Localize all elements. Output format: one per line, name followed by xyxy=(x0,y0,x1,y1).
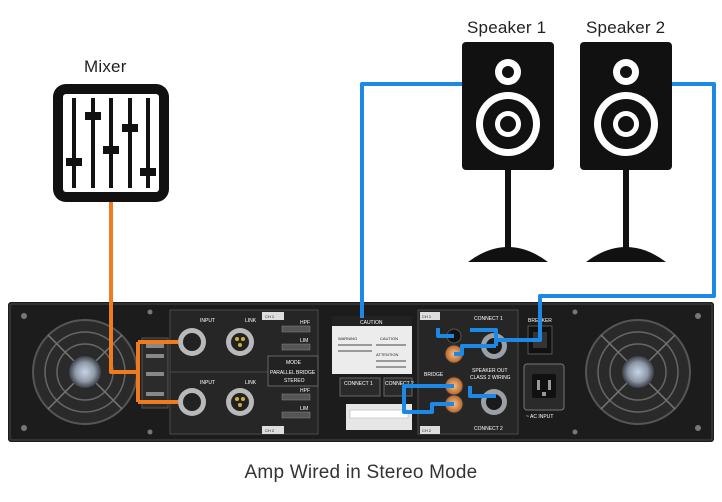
speaker-2-label: Speaker 2 xyxy=(586,18,666,37)
class-2-wiring-label: CLASS 2 WIRING xyxy=(470,375,511,381)
caution-label-top: CAUTION xyxy=(360,320,383,326)
mixer-cable xyxy=(109,202,178,404)
speaker-cable xyxy=(360,82,716,414)
speaker-out-ch1-label: CH 1 xyxy=(422,314,432,319)
attention-label: ATTENTION xyxy=(376,352,398,357)
hpf-label-ch1: HPF xyxy=(300,320,310,326)
xlr-connector-icon xyxy=(178,328,254,416)
connect-1-label: CONNECT 1 xyxy=(474,316,503,322)
lim-label-ch2: LIM xyxy=(300,406,308,412)
connect-2-small-label: CONNECT 2 xyxy=(385,381,414,387)
wiring-diagram: CH 1 CH 2 INPUT LINK INPUT LINK HPF LIM … xyxy=(8,42,716,442)
amplifier-rear-panel: CH 1 CH 2 INPUT LINK INPUT LINK HPF LIM … xyxy=(8,302,714,442)
bridge-label: BRIDGE xyxy=(296,370,316,376)
connect-2-label: CONNECT 2 xyxy=(474,426,503,432)
caution-label: CAUTION xyxy=(380,336,398,341)
connect-1-small-label: CONNECT 1 xyxy=(344,381,373,387)
link-label-ch1: LINK xyxy=(245,318,257,324)
bridge-output-label: BRIDGE xyxy=(424,372,444,378)
ch1-label: CH 1 xyxy=(265,314,275,319)
ac-input-label: ~ AC INPUT xyxy=(526,414,553,420)
iec-power-inlet-icon xyxy=(523,363,565,411)
mode-label: MODE xyxy=(286,360,302,366)
lim-label-ch1: LIM xyxy=(300,338,308,344)
mixer-label: Mixer xyxy=(84,57,127,76)
ch2-label: CH 2 xyxy=(265,428,275,433)
diagram-caption: Amp Wired in Stereo Mode xyxy=(244,462,478,483)
speaker-1-label: Speaker 1 xyxy=(467,18,547,37)
input-label-ch2: INPUT xyxy=(200,380,215,386)
speaker-2-icon xyxy=(580,42,672,262)
parallel-label: PARALLEL xyxy=(270,370,295,376)
speaker-1-icon xyxy=(462,42,554,262)
hpf-label-ch2: HPF xyxy=(300,388,310,394)
warning-label: WARNING xyxy=(338,336,357,341)
stereo-label: STEREO xyxy=(284,378,305,384)
speaker-out-label: SPEAKER OUT xyxy=(472,368,508,374)
mixer-fader-icon xyxy=(53,84,169,202)
input-label-ch1: INPUT xyxy=(200,318,215,324)
speaker-out-ch2-label: CH 2 xyxy=(422,428,432,433)
cooling-fan-right-icon xyxy=(585,319,691,425)
link-label-ch2: LINK xyxy=(245,380,257,386)
